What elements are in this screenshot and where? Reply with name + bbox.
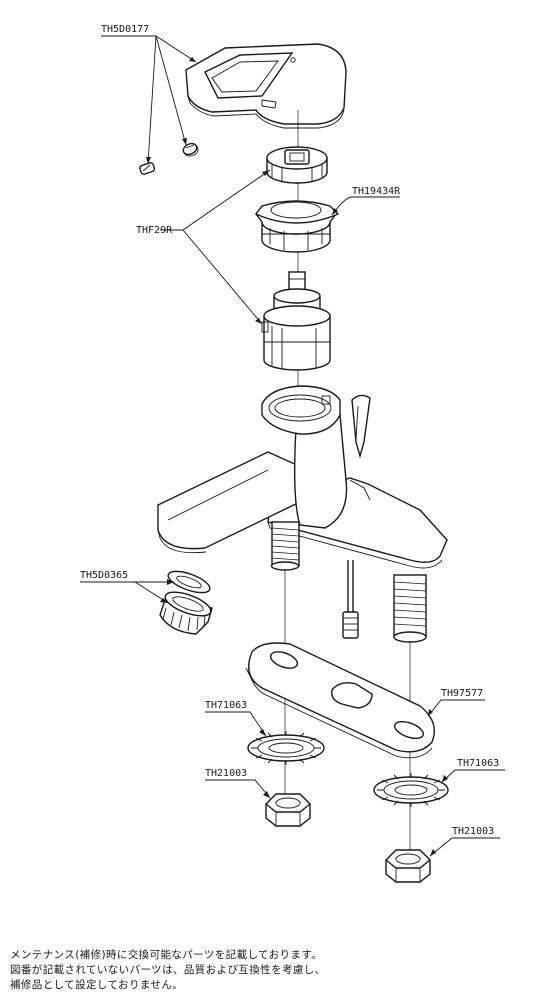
left-shank xyxy=(270,521,300,571)
nut-right xyxy=(384,849,432,883)
gasket-left xyxy=(247,731,325,765)
label-cartridge-cap: THF29R xyxy=(136,225,173,236)
label-nut-left: TH21003 xyxy=(205,768,247,779)
handle-lever xyxy=(185,43,347,129)
label-cap-nut: TH19434R xyxy=(352,186,401,197)
nut-left xyxy=(264,793,312,827)
cartridge-body xyxy=(261,271,331,371)
right-shank xyxy=(393,574,427,643)
gasket-right xyxy=(373,773,449,807)
cartridge-adapter xyxy=(266,146,328,184)
pop-up-rod xyxy=(342,560,359,639)
label-handle: TH5D0177 xyxy=(101,24,149,35)
set-screw xyxy=(139,162,156,175)
leader-lines xyxy=(80,35,505,857)
maintenance-note-line-2: 図番が記載されていないパーツは、品質および互換性を考慮し、 xyxy=(10,964,326,976)
label-gasket-left: TH71063 xyxy=(205,700,247,711)
screw-plug xyxy=(182,142,199,157)
label-base-plate: TH97577 xyxy=(441,688,483,699)
aerator xyxy=(159,591,213,635)
aerator-ring xyxy=(167,570,211,594)
base-plate xyxy=(245,642,435,759)
faucet-body xyxy=(157,385,448,569)
label-aerator: TH5D0365 xyxy=(80,570,128,581)
label-nut-right: TH21003 xyxy=(452,826,494,837)
label-gasket-right: TH71063 xyxy=(457,758,499,769)
maintenance-note-line-3: 補修品として設定しておりません。 xyxy=(10,979,184,991)
cap-nut xyxy=(254,200,340,253)
maintenance-note-line-1: メンテナンス(補修)時に交換可能なパーツを記載しております。 xyxy=(10,949,323,961)
